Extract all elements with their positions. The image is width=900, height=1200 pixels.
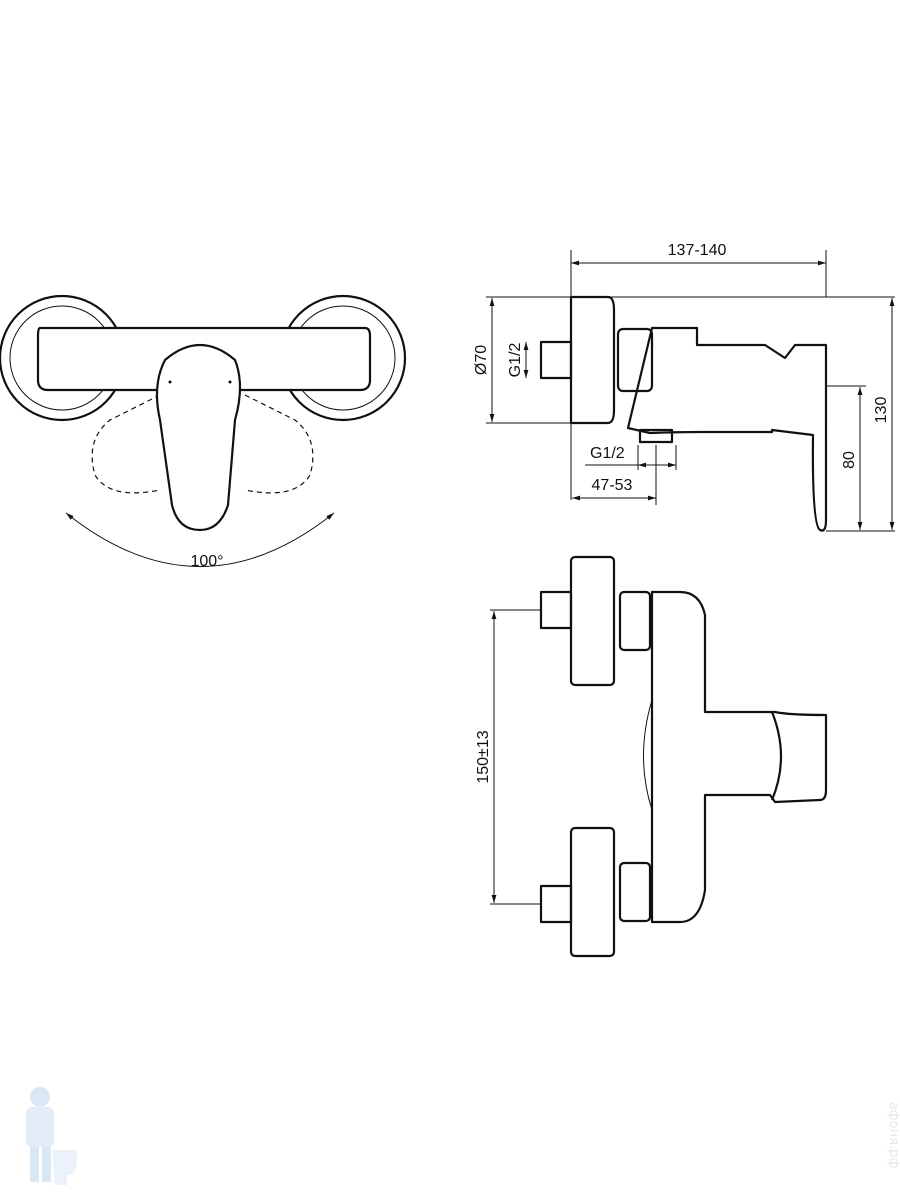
outlet-nut (638, 428, 674, 444)
inlet-fitting (539, 340, 573, 380)
width-label: 137-140 (668, 242, 727, 259)
watermark-text: афоня.рф (886, 1102, 900, 1169)
inlet-thread-label: G1/2 (507, 343, 524, 378)
upper-nut (618, 590, 652, 652)
outlet-thread-label: G1/2 (590, 445, 625, 462)
side-view: 137-140 Ø70 G1/2 G1/2 47-53 80 130 (473, 242, 895, 532)
diameter-label: Ø70 (473, 345, 490, 375)
lower-nut (618, 861, 652, 923)
upper-rosette (569, 555, 616, 687)
plumber-logo (26, 1087, 77, 1185)
upper-inlet (539, 590, 573, 630)
lower-rosette (569, 826, 616, 958)
side-nut (616, 327, 654, 393)
rotation-angle-arc (65, 512, 335, 567)
front-view: 100° (0, 294, 407, 570)
side-body (626, 326, 828, 532)
top-view: 150±13 (475, 555, 828, 958)
top-body (650, 590, 828, 924)
angle-label: 100° (190, 553, 223, 570)
lever-handle (155, 343, 242, 532)
outlet-offset-label: 47-53 (592, 477, 633, 494)
total-height-label: 130 (873, 397, 890, 424)
side-rosette (569, 295, 616, 425)
lower-inlet (539, 884, 573, 924)
center-distance-label: 150±13 (475, 730, 492, 783)
outlet-height-label: 80 (841, 451, 858, 469)
